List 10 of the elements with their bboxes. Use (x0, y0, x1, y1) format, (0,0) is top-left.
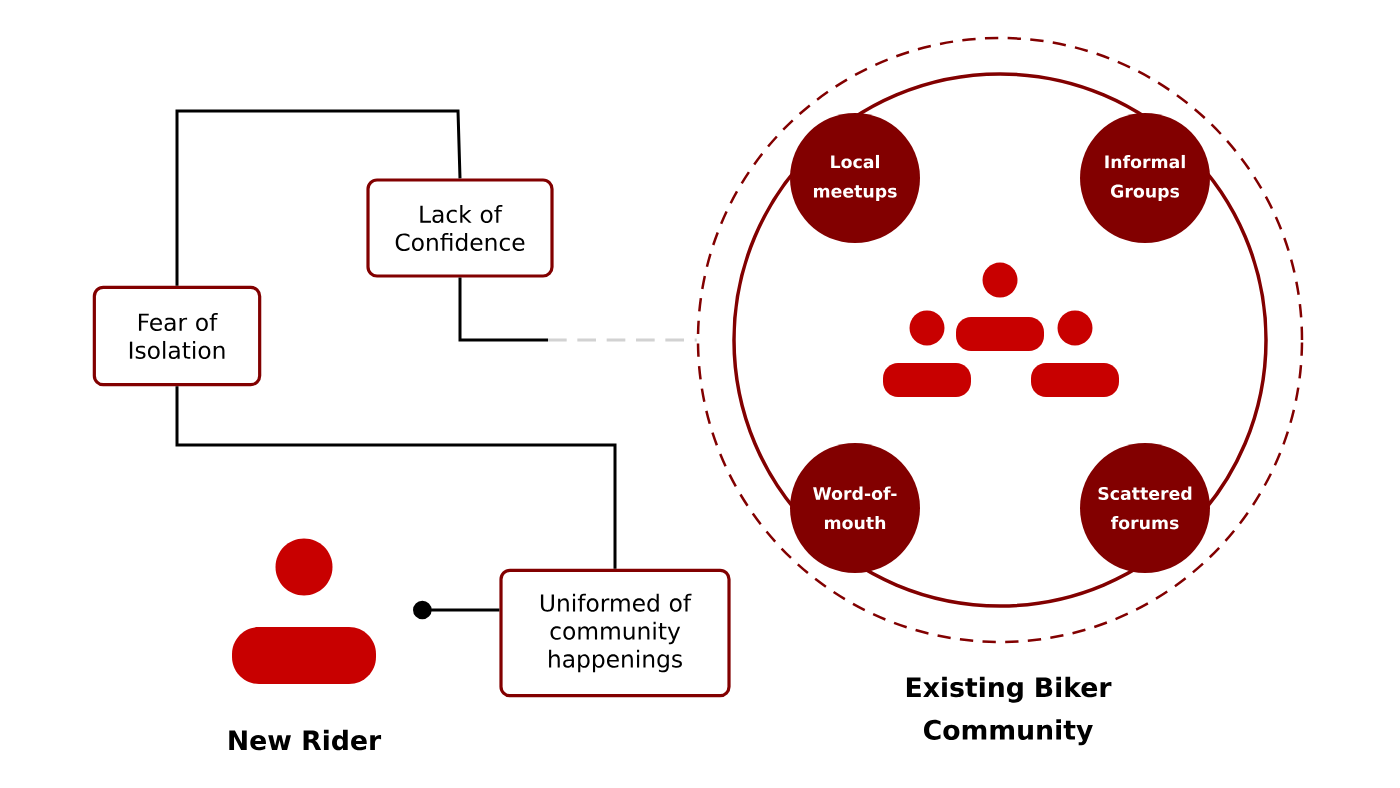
text-box: Lack of Confidence (366, 178, 554, 278)
connector-line (175, 386, 617, 569)
text-box: Uniformed of community happenings (499, 568, 731, 698)
group-heading: Existing Biker Community (906, 676, 1112, 746)
connector-line (458, 277, 697, 342)
dashed-circle (696, 36, 1304, 746)
text-box: Fear of Isolation (92, 285, 262, 387)
connector-line (413, 600, 500, 620)
role-label: New Rider (229, 729, 382, 751)
connector-line (175, 109, 462, 286)
